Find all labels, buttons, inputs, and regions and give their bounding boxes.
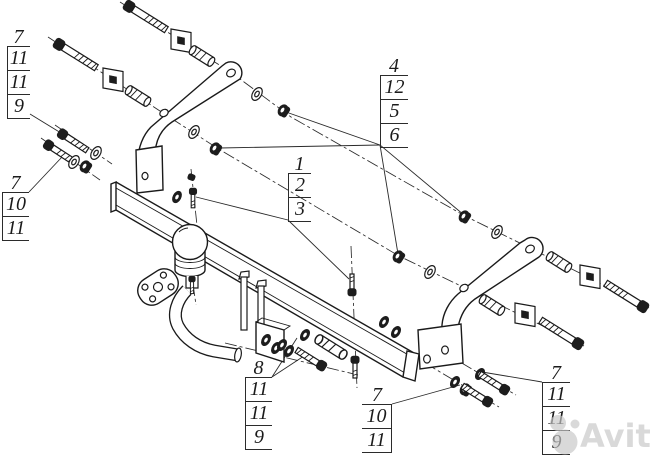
fasteners-bottom-right [447,366,512,409]
callout-center: 1 2 3 [288,153,311,222]
callout-row: 5 [381,100,408,124]
callout-head: 4 [389,55,399,77]
callout-row: 11 [3,217,29,241]
callout-row: 3 [289,198,311,222]
callout-row: 11 [246,402,272,426]
callout-row: 11 [543,383,570,407]
callout-left: 7 10 11 [2,172,29,241]
callout-row: 11 [543,407,570,431]
callout-bottom-right: 7 11 11 9 [542,362,570,455]
callout-head: 7 [551,362,561,384]
callout-row: 9 [246,426,272,450]
callout-row: 11 [8,47,30,71]
callout-row: 10 [362,405,391,429]
callout-row: 9 [543,431,570,455]
callout-row: 11 [8,71,30,95]
callout-row: 11 [362,429,391,453]
callout-head: 7 [10,172,21,194]
callout-bottom-center: 8 11 11 9 [245,357,272,450]
ball-neck [168,285,242,363]
callout-row: 11 [246,378,272,402]
left-bracket-arm [135,61,243,194]
fasteners-beam-left [170,173,198,209]
callout-top-left: 7 11 11 9 [7,26,30,119]
callout-head: 7 [372,384,382,406]
callout-row: 2 [289,174,311,198]
callout-head: 8 [253,357,264,379]
callout-row: 6 [381,124,408,148]
callout-row: 9 [8,95,30,119]
callout-top-right: 4 12 5 6 [380,55,408,148]
flange-plate [137,268,179,306]
fasteners-left-middle [41,126,105,175]
callout-head: 7 [13,26,24,48]
callout-row: 12 [381,76,408,100]
right-bracket-arm [417,236,544,370]
receiver-bracket [255,317,292,363]
callout-row: 10 [3,193,29,217]
callout-bottom-mid: 7 10 11 [362,385,392,453]
callout-leader-lines [28,111,543,405]
callout-head: 1 [294,153,305,175]
clamp-straps [238,270,267,339]
tow-ball [171,223,209,295]
